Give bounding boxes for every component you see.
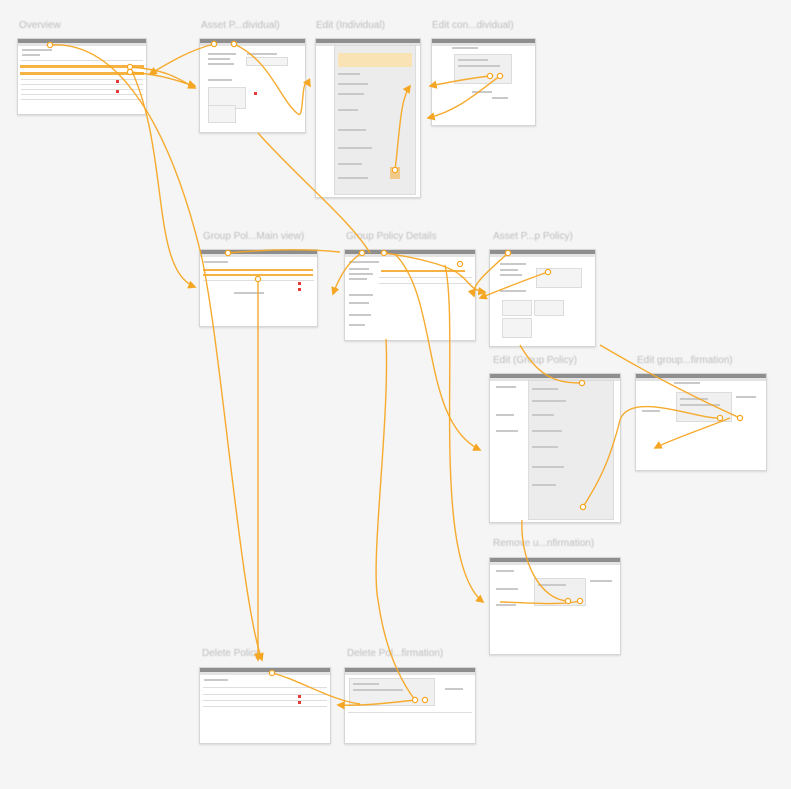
link-edit-to-confirm	[394, 84, 411, 171]
link-edit-group-to-confirm	[582, 405, 721, 508]
link-group-details-to-delete-confirm	[375, 338, 416, 701]
link-handle	[421, 696, 429, 704]
screen-delete-policy[interactable]	[199, 667, 331, 744]
frame-title-edit-group: Edit (Group Policy)	[493, 355, 577, 366]
link-remove-back	[499, 600, 581, 605]
frame-title-edit-confirm-individual: Edit con...dividual)	[432, 20, 514, 31]
frame-title-group-details: Group Policy Details	[346, 231, 437, 242]
link-edit-group-confirm-back	[653, 417, 731, 449]
link-handle	[578, 379, 586, 387]
link-delete-policy-to-confirm	[271, 672, 361, 705]
link-group-details-to-edit-group	[394, 253, 482, 451]
link-confirm-to-edit	[426, 75, 501, 121]
link-handle	[391, 166, 399, 174]
link-delete-confirm-back	[336, 699, 416, 710]
link-handle	[224, 249, 232, 257]
screen-delete-confirm[interactable]	[344, 667, 476, 744]
link-overview-to-delete-policy	[49, 44, 264, 662]
screen-asset-group[interactable]	[489, 249, 596, 347]
screen-asset-individual[interactable]	[199, 38, 306, 133]
link-handle	[254, 275, 262, 283]
frame-title-asset-group: Asset P...p Policy)	[493, 231, 573, 242]
link-group-main-to-details	[227, 249, 341, 254]
screen-group-details[interactable]	[344, 249, 476, 341]
link-handle	[456, 260, 464, 268]
link-handle	[576, 597, 584, 605]
link-handle	[358, 249, 366, 257]
link-handle	[380, 249, 388, 257]
frame-title-delete-policy: Delete Policy	[202, 648, 261, 659]
frame-title-asset-individual: Asset P...dividual)	[201, 20, 280, 31]
link-group-details-back	[331, 252, 363, 296]
link-handle	[126, 68, 134, 76]
link-handle	[579, 503, 587, 511]
frame-title-delete-confirm: Delete Pol...firmation)	[347, 648, 444, 659]
link-overview-to-asset-individual-2	[129, 71, 197, 89]
frame-title-group-main: Group Pol...Main view)	[203, 231, 305, 242]
link-handle	[46, 41, 54, 49]
link-handle	[496, 72, 504, 80]
link-edit-group-to-remove	[521, 519, 569, 602]
link-handle	[411, 696, 419, 704]
link-asset-individual-back	[148, 43, 215, 75]
link-handle	[486, 72, 494, 80]
link-confirm-to-asset-individual	[428, 75, 491, 89]
link-asset-group-to-edit-group-confirm	[599, 344, 741, 419]
link-overview-to-group-main	[129, 66, 197, 289]
frame-title-remove-confirm: Remove u...nfirmation)	[493, 538, 595, 549]
link-handle	[544, 268, 552, 276]
screen-overview[interactable]	[17, 38, 147, 115]
link-asset-group-back	[478, 271, 549, 300]
frame-title-edit-group-confirm: Edit group...firmation)	[637, 355, 733, 366]
link-handle	[564, 597, 572, 605]
link-asset-group-to-details	[467, 252, 509, 298]
link-asset-individual-to-group-details	[257, 132, 371, 254]
link-asset-group-to-edit-group	[519, 344, 583, 384]
frame-title-overview: Overview	[19, 20, 61, 31]
screen-edit-group-confirm[interactable]	[635, 373, 767, 471]
screen-edit-individual[interactable]	[315, 38, 421, 198]
link-handle	[210, 40, 218, 48]
link-group-details-to-remove	[444, 264, 485, 604]
link-asset-individual-to-edit	[233, 43, 311, 115]
link-handle	[230, 40, 238, 48]
link-handle	[268, 669, 276, 677]
link-handle	[716, 414, 724, 422]
link-handle	[736, 414, 744, 422]
frame-title-edit-individual: Edit (Individual)	[316, 20, 385, 31]
screen-remove-confirm[interactable]	[489, 557, 621, 655]
link-handle	[504, 249, 512, 257]
